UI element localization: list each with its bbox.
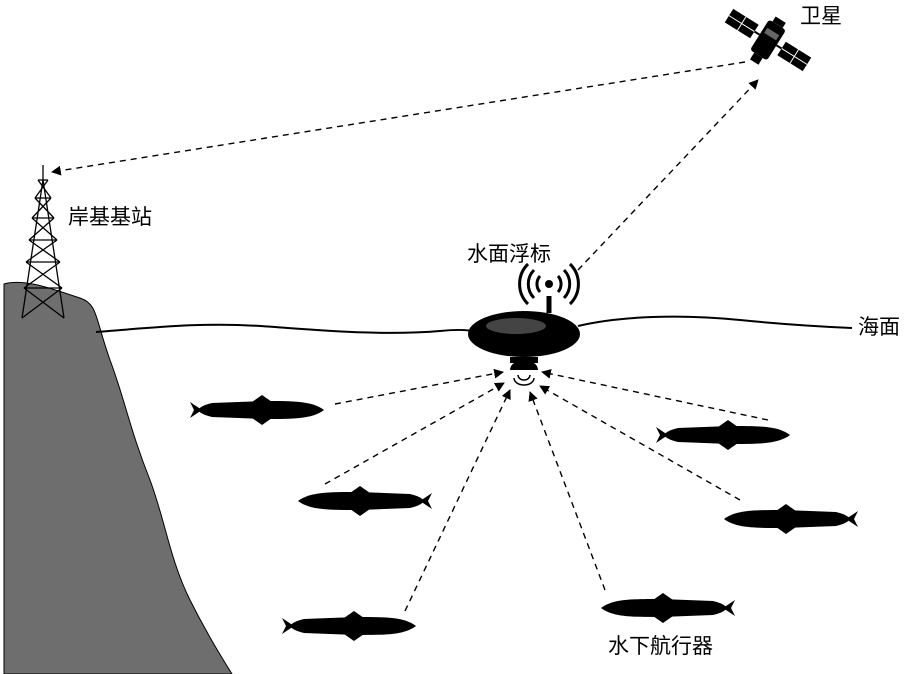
auv-icon (656, 420, 790, 450)
auv-icon (601, 593, 735, 623)
link-auv2-to-buoy (325, 383, 504, 484)
link-auv6-to-buoy (542, 372, 768, 420)
buoy-label: 水面浮标 (467, 244, 551, 265)
auv-label: 水下航行器 (608, 636, 713, 657)
sea-surface-label: 海面 (858, 317, 900, 338)
link-buoy-to-satellite (578, 80, 758, 270)
auv-icon (298, 486, 432, 516)
buoy-icon (468, 264, 580, 385)
link-satellite-to-shore (52, 62, 745, 172)
shore-station-label: 岸基基站 (68, 207, 152, 228)
link-auv4-to-buoy (530, 392, 605, 590)
link-auv1-to-buoy (335, 372, 503, 404)
auv-icon (190, 395, 324, 425)
auv-icon (724, 504, 858, 534)
shore-cliff (4, 282, 232, 674)
auv-icon (282, 611, 416, 641)
satellite-label: 卫星 (800, 6, 842, 27)
